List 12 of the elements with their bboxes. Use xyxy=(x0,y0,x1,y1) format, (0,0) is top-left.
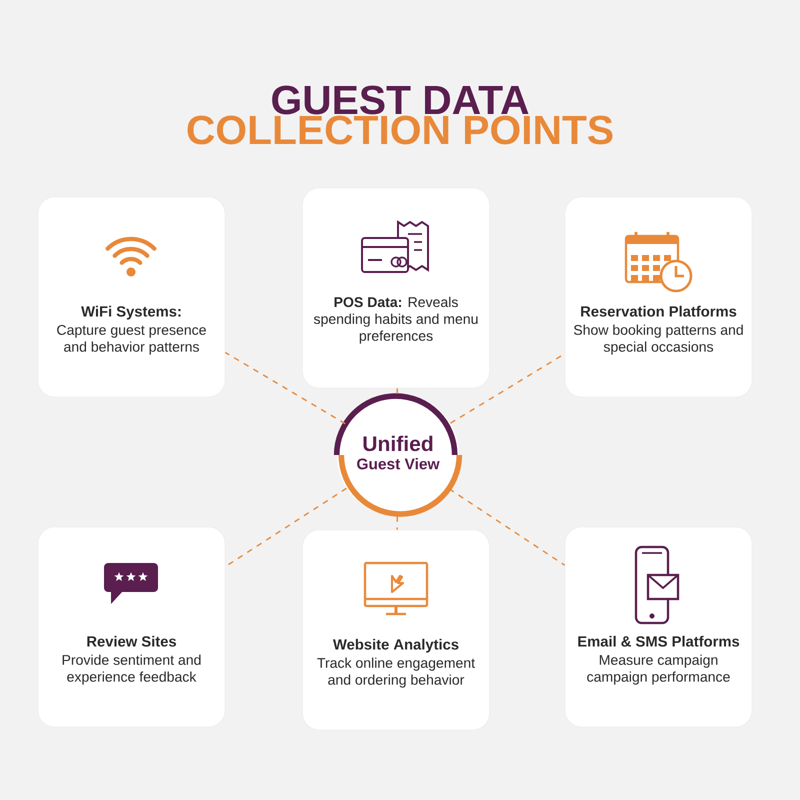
info-card: Email & SMS Platforms Measure campaign campaign performance xyxy=(564,526,752,728)
title-text: GUEST DATA xyxy=(272,86,528,114)
info-card: WiFi Systems: Capture guest presence and behavior patterns xyxy=(38,196,226,398)
connector-line xyxy=(396,388,398,394)
info-card: Website Analytics Track online engagement and ordering behavior xyxy=(302,530,490,730)
connector-line xyxy=(396,516,398,530)
title-text: COLLECTION POINTS xyxy=(188,116,612,144)
info-card: Reservation Platforms Show booking patterns and special occasions xyxy=(564,196,752,398)
info-card: POS Data: Reveals spending habits and menu preferences xyxy=(302,188,490,388)
connector-line xyxy=(448,488,566,566)
info-card: Review Sites Provide sentiment and experience feedback xyxy=(38,526,226,728)
connector-line xyxy=(224,352,346,424)
